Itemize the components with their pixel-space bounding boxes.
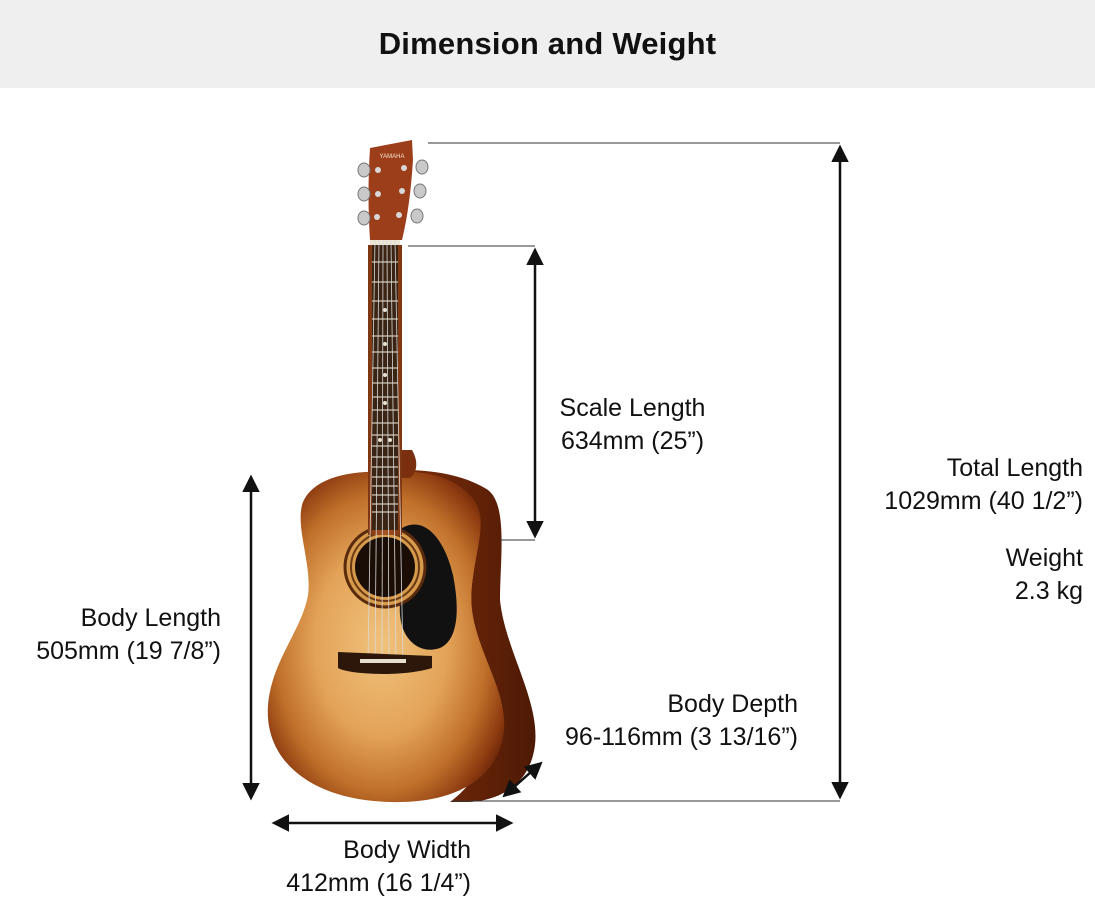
total-length-value: 1029mm (40 1/2”): [884, 487, 1083, 515]
body-depth-value: 96-116mm (3 13/16”): [565, 723, 798, 751]
body-width-label: Body Width 412mm (16 1/4”): [262, 834, 471, 900]
body-length-label: Body Length 505mm (19 7/8”): [4, 602, 221, 668]
strings: [367, 239, 404, 663]
total-length-label: Total Length 1029mm (40 1/2”): [840, 452, 1083, 518]
scale-length-label: Scale Length 634mm (25”): [540, 392, 725, 458]
total-length-name: Total Length: [946, 454, 1083, 482]
body-width-name: Body Width: [343, 836, 471, 864]
scale-length-name: Scale Length: [559, 394, 706, 422]
headstock-logo: YAMAHA: [380, 154, 405, 160]
tuning-keys: [357, 159, 429, 226]
body-depth-name: Body Depth: [667, 690, 798, 718]
weight-value: 2.3 kg: [1014, 577, 1083, 605]
dimension-lines: [408, 142, 840, 802]
weight-label: Weight 2.3 kg: [900, 542, 1083, 608]
page-title: Dimension and Weight: [378, 26, 717, 61]
soundhole: [355, 537, 415, 597]
body-depth-arrow: [502, 761, 543, 798]
body-length-value: 505mm (19 7/8”): [36, 637, 221, 665]
body-depth-label: Body Depth 96-116mm (3 13/16”): [540, 688, 798, 754]
fret-markers: [378, 308, 392, 442]
header-bar: Dimension and Weight: [0, 0, 1095, 88]
dimension-arrows: [242, 144, 849, 832]
body-length-name: Body Length: [80, 604, 221, 632]
weight-name: Weight: [1005, 544, 1083, 572]
nut: [370, 240, 400, 245]
scale-length-value: 634mm (25”): [560, 427, 705, 455]
body-width-value: 412mm (16 1/4”): [286, 869, 471, 897]
